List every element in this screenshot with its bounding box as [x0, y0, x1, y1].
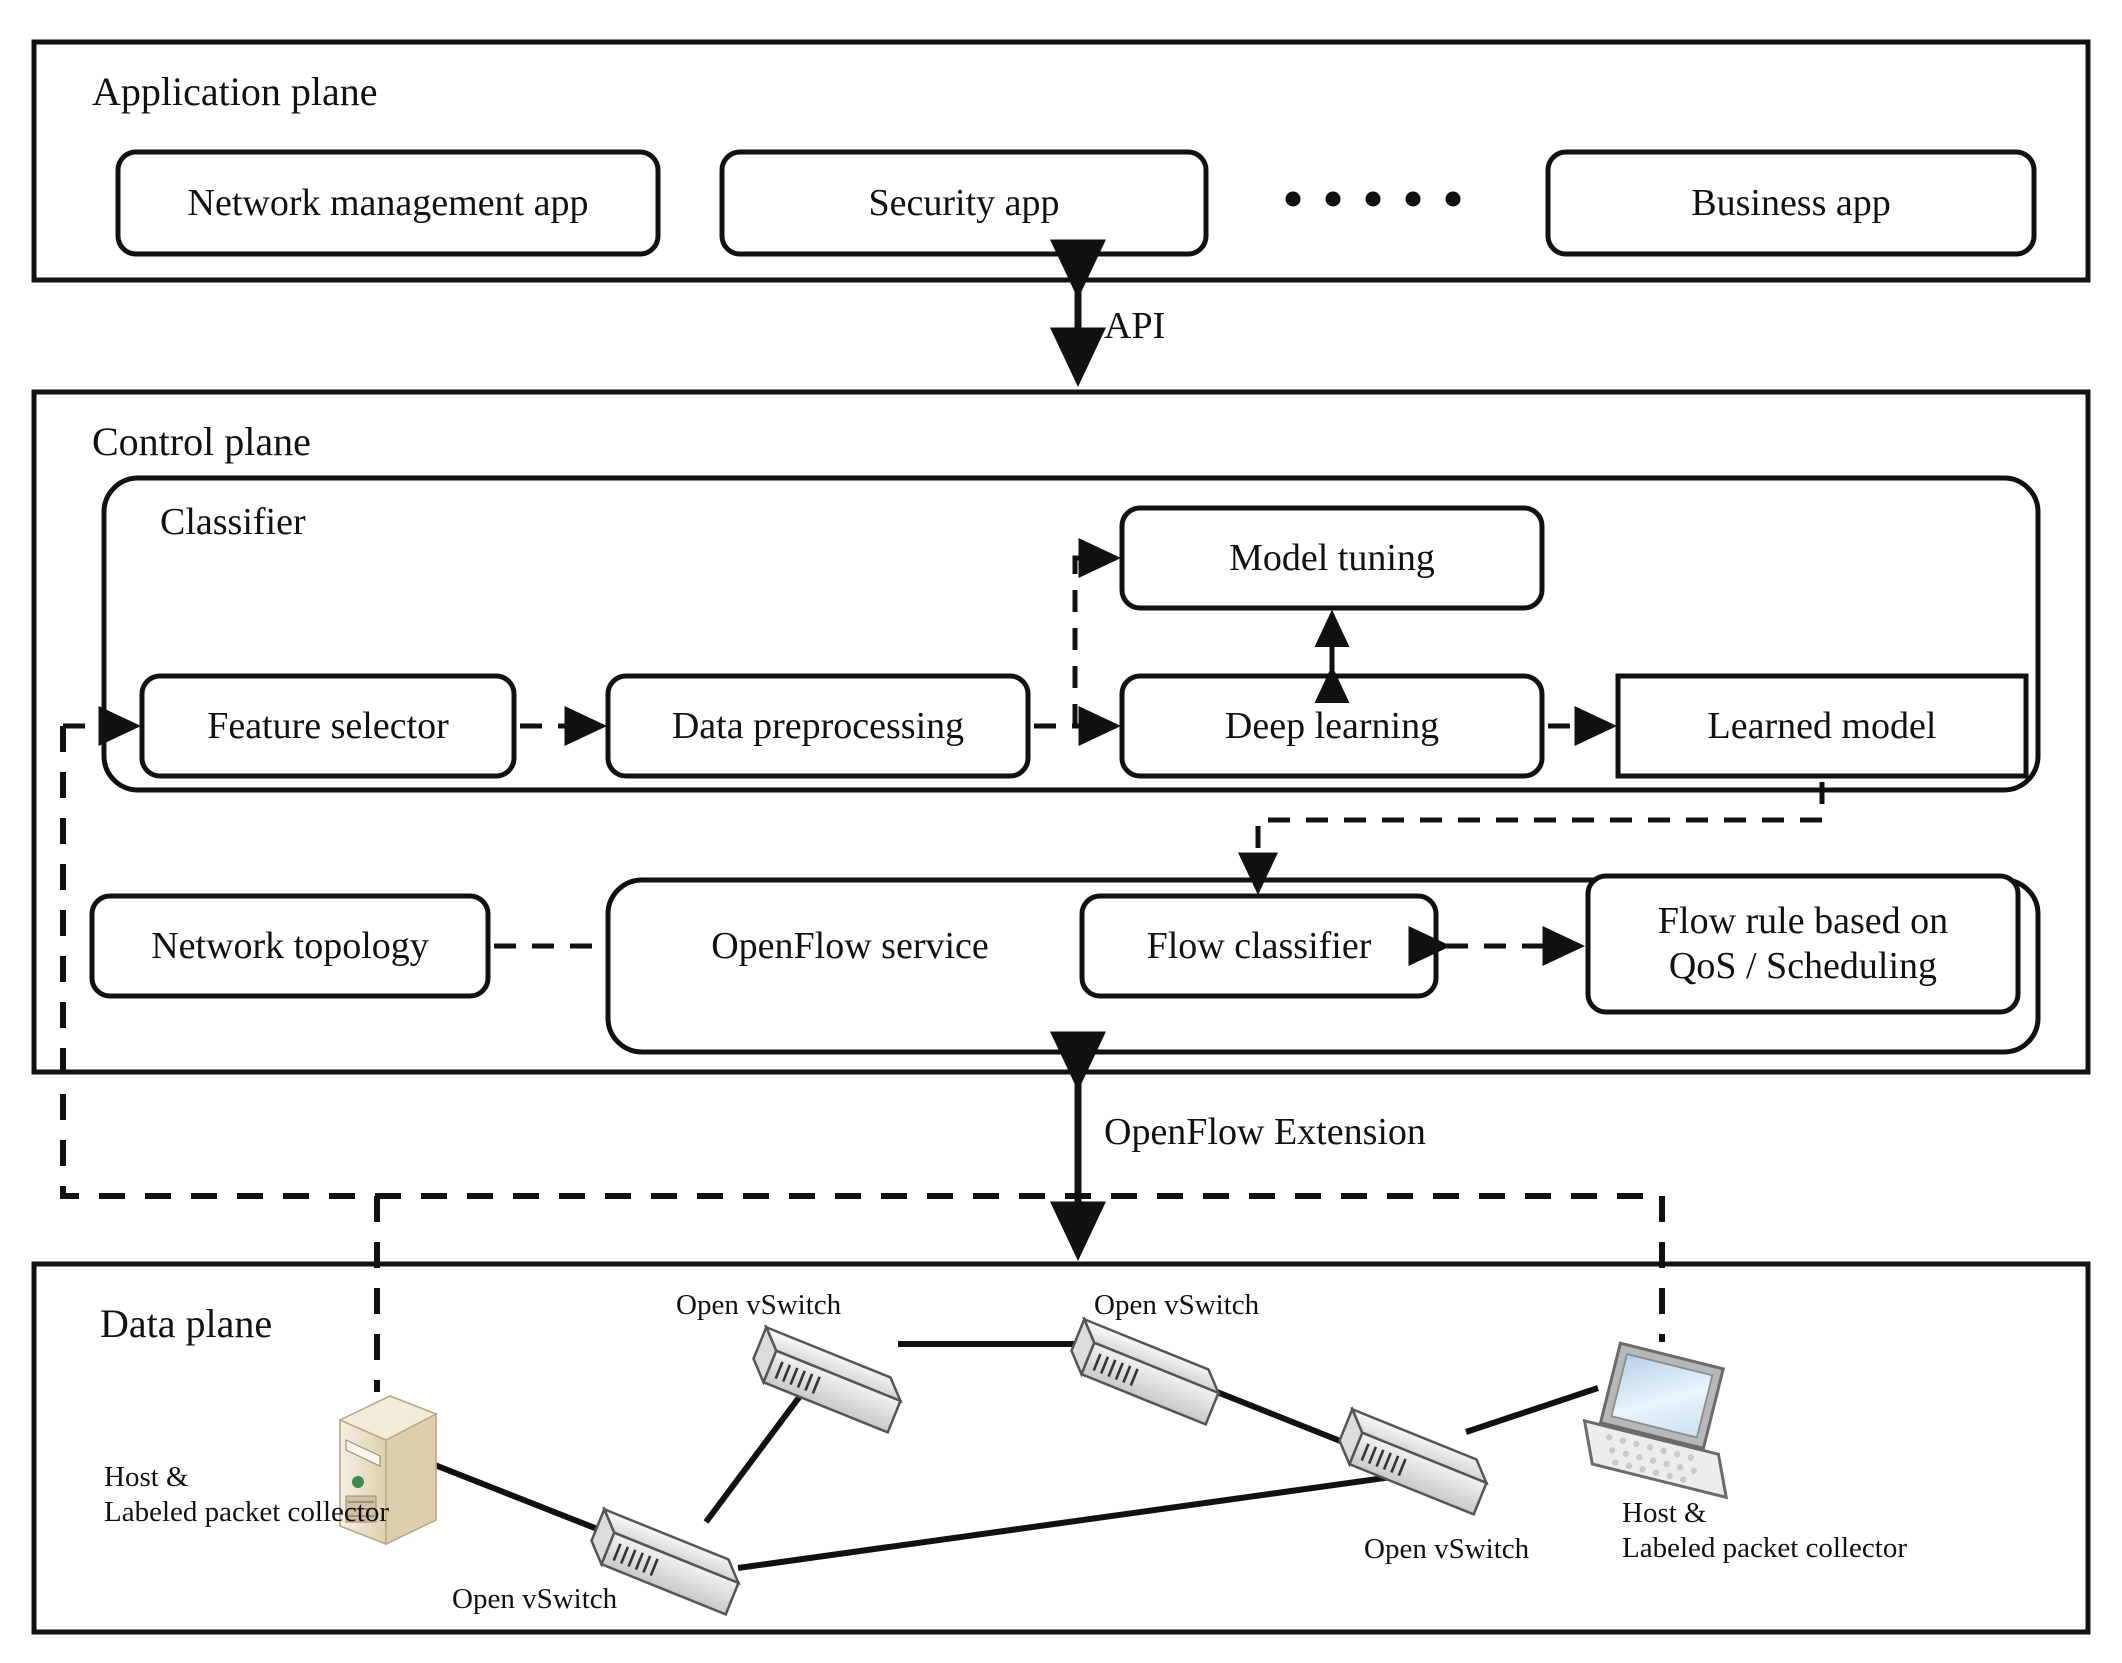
data-plane-title: Data plane	[100, 1301, 273, 1346]
switch-icon-bottom-left	[590, 1506, 741, 1617]
node-model-tuning-hit[interactable]	[1122, 508, 1542, 608]
label-switch-bottom-left: Open vSwitch	[452, 1583, 618, 1615]
node-network-topology[interactable]	[89, 893, 491, 999]
app-ellipsis-dots	[1285, 191, 1461, 207]
label-switch-bottom-right: Open vSwitch	[1364, 1533, 1530, 1565]
edge-branch-to-model-tuning	[1072, 538, 1121, 726]
node-data-preprocessing-hit[interactable]	[608, 676, 1028, 776]
node-flow-rule[interactable]	[1585, 873, 2021, 1015]
node-feature-selector-hit[interactable]	[142, 676, 514, 776]
app-node-security[interactable]	[719, 149, 1209, 257]
openflow-extension-label: OpenFlow Extension	[1104, 1111, 1426, 1153]
server-icon	[338, 1395, 438, 1546]
edge-learned-model-to-flow-classifier	[1238, 782, 1825, 895]
label-host-left: Host & Labeled packet collector	[104, 1461, 390, 1528]
classifier-title: Classifier	[160, 501, 306, 543]
node-network-topology-hit[interactable]	[92, 896, 488, 996]
app-node-business[interactable]	[1545, 149, 2037, 257]
label-switch-top-left: Open vSwitch	[676, 1289, 842, 1321]
api-label: API	[1104, 305, 1166, 347]
application-plane-title: Application plane	[92, 69, 378, 114]
control-plane-title: Control plane	[92, 419, 311, 464]
app-node-network-management-hit[interactable]	[118, 152, 658, 254]
label-switch-top-right: Open vSwitch	[1094, 1289, 1260, 1321]
node-learned-model[interactable]	[1615, 673, 2029, 779]
node-flow-classifier-hit[interactable]	[1082, 896, 1436, 996]
switch-icon-top-left	[752, 1324, 903, 1435]
app-node-security-hit[interactable]	[722, 152, 1206, 254]
app-node-business-hit[interactable]	[1548, 152, 2034, 254]
app-node-network-management[interactable]	[115, 149, 661, 257]
switch-icon-bottom-right	[1338, 1406, 1489, 1517]
feedback-path-left	[60, 726, 1662, 1199]
node-deep-learning-hit[interactable]	[1122, 676, 1542, 776]
laptop-icon	[1582, 1341, 1729, 1500]
node-learned-model-hit[interactable]	[1618, 676, 2026, 776]
switch-icon-top-right	[1070, 1316, 1221, 1427]
node-data-preprocessing[interactable]	[605, 673, 1031, 779]
label-host-right: Host & Labeled packet collector	[1622, 1497, 1908, 1564]
node-flow-rule-hit[interactable]	[1588, 876, 2018, 1012]
node-feature-selector[interactable]	[139, 673, 517, 779]
node-model-tuning[interactable]	[1119, 505, 1545, 611]
